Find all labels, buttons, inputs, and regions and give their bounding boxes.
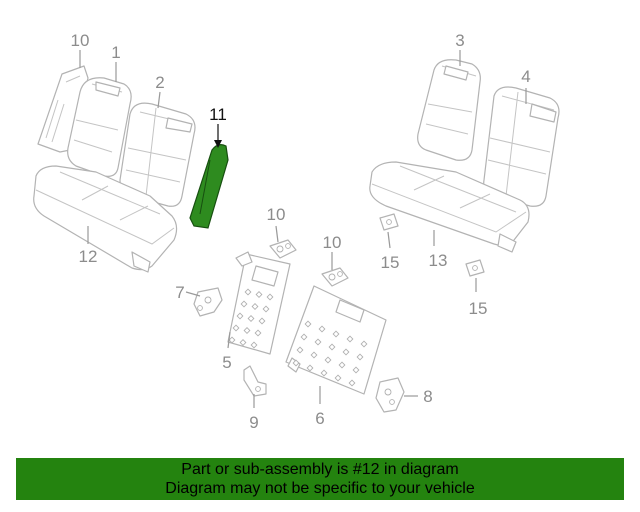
- frame-hole: [352, 366, 360, 374]
- callout-2: 2: [155, 73, 165, 109]
- callout-label-8: 8: [423, 387, 432, 406]
- callout-label-4: 4: [521, 67, 530, 86]
- banner-line-2: Diagram may not be specific to your vehi…: [165, 480, 475, 497]
- frame-hole: [324, 356, 332, 364]
- frame-hole: [250, 341, 258, 349]
- part-15-clip-upper: [379, 213, 399, 231]
- part-8-bracket: [375, 377, 405, 413]
- frame-hole: [338, 361, 346, 369]
- callout-7: 7: [175, 283, 201, 302]
- part-14-seat-cushion-right: [369, 161, 530, 253]
- part-13-seat-cushion-left: [33, 165, 178, 273]
- frame-hole: [236, 312, 244, 320]
- frame-hole: [318, 325, 326, 333]
- info-banner: Part or sub-assembly is #12 in diagram D…: [16, 458, 624, 500]
- callout-15-upper: 15: [381, 231, 400, 272]
- parts-diagram: 10 1 2 11 12 10 10 7 5 9 6 8: [33, 31, 560, 432]
- callout-label-7: 7: [175, 283, 184, 302]
- part-9-bracket: [243, 365, 267, 397]
- frame-hole: [332, 330, 340, 338]
- callout-label-15-lower: 15: [469, 299, 488, 318]
- frame-hole: [310, 351, 318, 359]
- frame-hole: [334, 374, 342, 382]
- frame-hole: [320, 369, 328, 377]
- callout-12: 11: [209, 105, 227, 148]
- callout-label-10-lower: 10: [323, 233, 342, 252]
- part-6-back-frame: [285, 285, 387, 395]
- frame-hole: [262, 305, 270, 313]
- callout-label-11: 10: [71, 31, 90, 50]
- frame-hole: [346, 335, 354, 343]
- frame-hole: [266, 293, 274, 301]
- frame-hole: [300, 333, 308, 341]
- part-3-seat-back: [417, 59, 481, 161]
- part-7-bracket: [193, 287, 223, 317]
- callout-8: 8: [404, 387, 433, 406]
- callout-9: 9: [249, 394, 259, 432]
- frame-hole: [232, 324, 240, 332]
- frame-hole: [348, 379, 356, 387]
- frame-hole: [239, 339, 247, 346]
- frame-hole: [306, 364, 314, 372]
- frame-hole: [314, 338, 322, 346]
- callout-11: 10: [71, 31, 90, 68]
- part-4-seat-back: [483, 86, 560, 207]
- callout-label-15-upper: 15: [381, 253, 400, 272]
- part-10-clip-lower: [321, 267, 349, 287]
- callout-label-14: 13: [429, 251, 448, 270]
- callout-label-2: 2: [155, 73, 164, 92]
- callout-13: 12: [79, 226, 98, 266]
- callout-label-12: 11: [209, 105, 227, 124]
- part-10-clip-upper: [269, 239, 297, 259]
- callout-1: 1: [111, 43, 121, 82]
- callout-6: 6: [315, 386, 325, 428]
- callout-label-10-upper: 10: [267, 205, 286, 224]
- callout-4: 4: [521, 67, 531, 104]
- callout-10-lower: 10: [323, 233, 342, 270]
- frame-hole: [356, 353, 364, 361]
- frame-hole: [342, 348, 350, 356]
- callout-3: 3: [455, 31, 465, 66]
- part-1-seat-back-left: [67, 77, 132, 177]
- frame-hole: [254, 329, 262, 337]
- callout-10-upper: 10: [267, 205, 286, 243]
- frame-hole: [292, 359, 300, 367]
- frame-hole: [247, 315, 255, 322]
- part-15-clip-lower: [465, 259, 485, 277]
- frame-hole: [240, 300, 248, 308]
- banner-line-1: Part or sub-assembly is #12 in diagram: [181, 461, 459, 478]
- part-11-side-trim: [37, 65, 89, 153]
- frame-hole: [228, 336, 236, 344]
- frame-hole: [360, 340, 368, 348]
- callout-label-3: 3: [455, 31, 464, 50]
- frame-hole: [296, 346, 304, 354]
- callout-5: 5: [222, 331, 232, 372]
- frame-hole: [244, 288, 252, 296]
- frame-hole: [243, 327, 251, 334]
- callout-14: 13: [429, 230, 448, 270]
- part-2-seat-back-right: [119, 102, 196, 207]
- callout-label-1: 1: [111, 43, 120, 62]
- callout-label-9: 9: [249, 413, 258, 432]
- part-12-highlighted: [189, 144, 229, 229]
- frame-hole: [258, 317, 266, 325]
- frame-hole: [304, 320, 312, 328]
- callout-label-6: 6: [315, 409, 324, 428]
- frame-hole: [251, 303, 259, 310]
- frame-hole: [255, 291, 263, 298]
- callout-15-lower: 15: [469, 278, 488, 318]
- callout-label-13: 12: [79, 247, 98, 266]
- part-5-back-frame: [227, 251, 291, 355]
- callout-label-5: 5: [222, 353, 231, 372]
- frame-hole: [328, 343, 336, 351]
